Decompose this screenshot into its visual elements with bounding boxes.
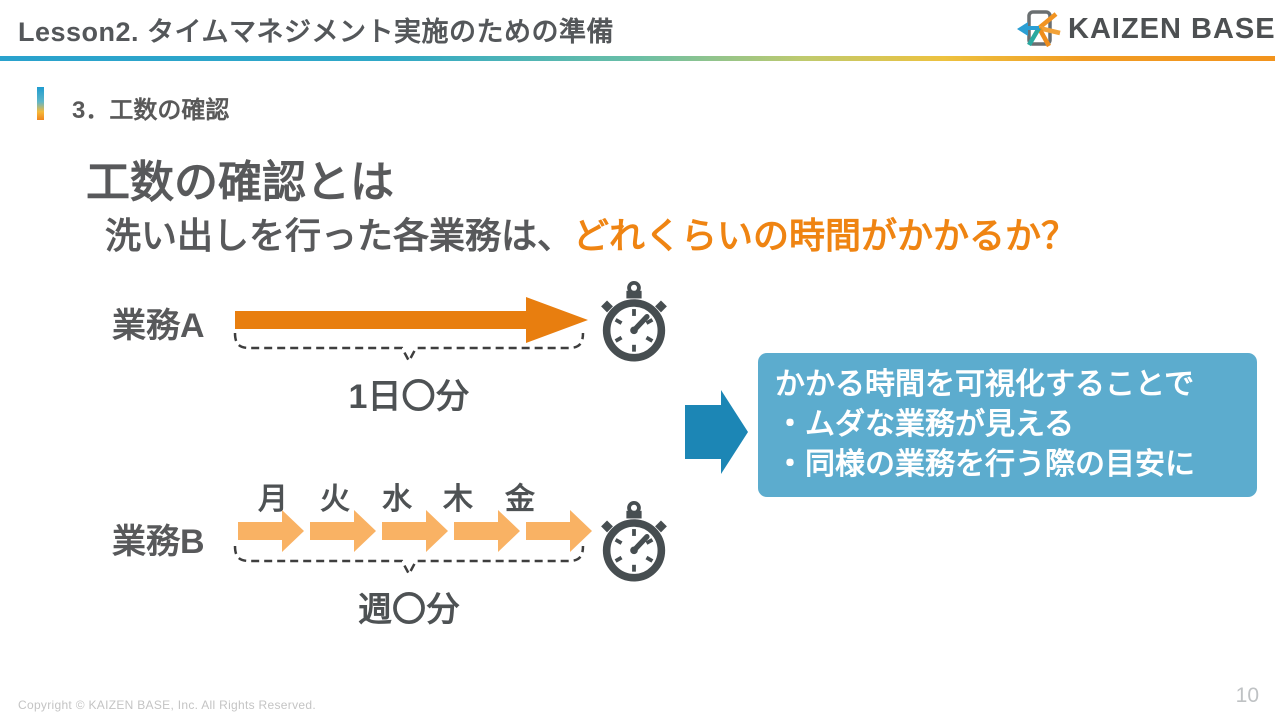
stopwatch-icon bbox=[601, 280, 667, 362]
chevron-arrow-icon bbox=[526, 510, 592, 552]
task-a-arrow-icon bbox=[235, 297, 588, 343]
kaizen-base-logo-icon bbox=[1017, 10, 1061, 48]
day-label: 木 bbox=[443, 483, 473, 516]
day-label: 月 bbox=[258, 483, 288, 516]
callout-line-2: ・ムダな業務が見える bbox=[775, 408, 1075, 441]
task-a-brace bbox=[233, 332, 585, 364]
stopwatch-icon bbox=[601, 500, 667, 582]
chevron-arrow-icon bbox=[454, 510, 520, 552]
kaizen-base-logo: KAIZEN BASE bbox=[1016, 8, 1275, 50]
callout-box: かかる時間を可視化することで ・ムダな業務が見える ・同様の業務を行う際の目安に bbox=[758, 353, 1257, 497]
lead-sentence: 洗い出しを行った各業務は、どれくらいの時間がかかるか？ bbox=[105, 207, 1077, 259]
day-label: 金 bbox=[505, 483, 535, 516]
callout-line-1: かかる時間を可視化することで bbox=[775, 368, 1195, 401]
task-b-label: 業務B bbox=[112, 523, 205, 561]
task-a-label: 業務A bbox=[112, 307, 205, 345]
page-number: 10 bbox=[1235, 684, 1259, 707]
kaizen-base-logo-text: KAIZEN BASE bbox=[1068, 12, 1275, 45]
header-gradient-rule bbox=[0, 56, 1275, 61]
chevron-arrow-icon bbox=[238, 510, 304, 552]
copyright-notice: Copyright © KAIZEN BASE, Inc. All Rights… bbox=[18, 698, 316, 712]
day-label: 火 bbox=[320, 483, 350, 516]
chevron-arrow-icon bbox=[382, 510, 448, 552]
task-b-brace bbox=[233, 545, 585, 577]
chevron-arrow-icon bbox=[310, 510, 376, 552]
lead-orange-text: どれくらいの時間がかかるか？ bbox=[573, 215, 1078, 256]
page-title: 工数の確認とは bbox=[86, 158, 394, 207]
task-b-duration-label: 週〇分 bbox=[358, 591, 460, 629]
section-accent-bar bbox=[37, 87, 44, 120]
lead-gray-text: 洗い出しを行った各業務は、 bbox=[105, 215, 574, 256]
callout-line-3: ・同様の業務を行う際の目安に bbox=[775, 448, 1195, 481]
lesson-title: Lesson2. タイムマネジメント実施のための準備 bbox=[18, 17, 615, 47]
section-label: 3．工数の確認 bbox=[72, 97, 230, 124]
task-a-duration-label: 1日〇分 bbox=[348, 378, 470, 416]
day-label: 水 bbox=[382, 483, 412, 516]
block-arrow-icon bbox=[685, 390, 748, 474]
